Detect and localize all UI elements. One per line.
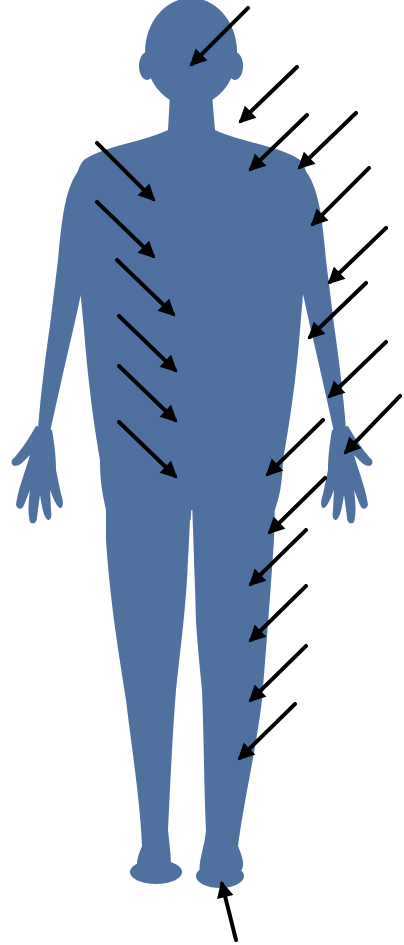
arrow-upper-shoulder (300, 113, 356, 167)
right-foot (196, 864, 244, 888)
left-foot (130, 860, 182, 884)
right-ear (227, 52, 243, 80)
arrow-elbow (330, 228, 386, 282)
arrow-upper-arm (313, 168, 369, 224)
right-hand (321, 426, 372, 523)
left-ear (139, 52, 155, 80)
left-hand (12, 426, 63, 523)
arrow-foot (222, 884, 236, 940)
left-leg (106, 500, 192, 872)
human-body-silhouette (12, 0, 373, 888)
arrow-wrist (346, 396, 400, 452)
arrow-neck (241, 67, 297, 121)
head (145, 0, 237, 106)
